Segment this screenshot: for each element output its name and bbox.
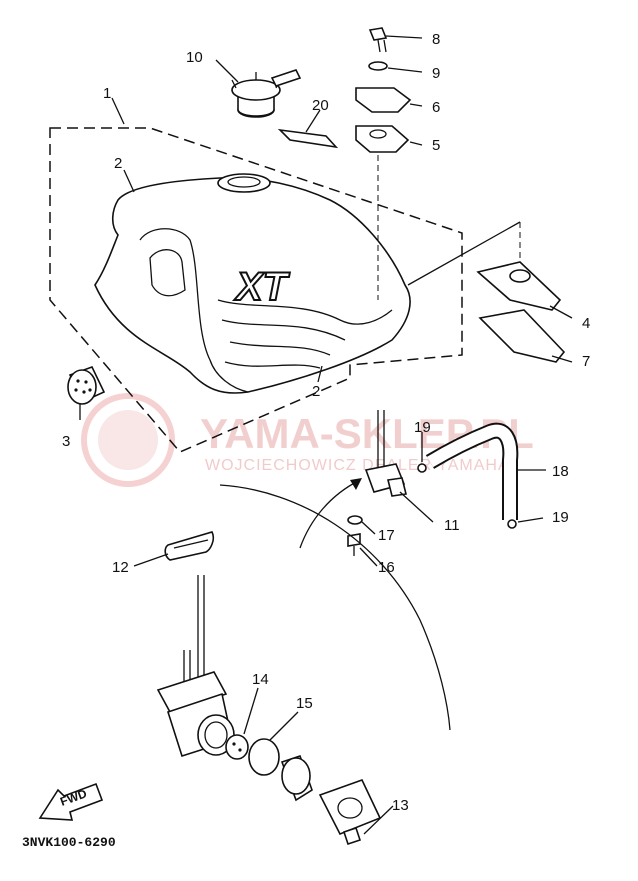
fuel-cap: [231, 69, 302, 118]
callout-6: 6: [432, 99, 440, 116]
callout-12: 12: [112, 559, 129, 576]
damper-6: [355, 87, 412, 113]
callout-16: 16: [378, 559, 395, 576]
callout-3: 3: [62, 433, 70, 450]
callout-20: 20: [312, 97, 329, 114]
fuel-tank: XT: [94, 173, 411, 394]
callout-11: 11: [444, 517, 460, 534]
tank-logo: XT: [234, 265, 291, 309]
fuel-cock-11: [364, 410, 407, 497]
callout-13: 13: [392, 797, 409, 814]
screw-13: [342, 826, 362, 846]
callout-4: 4: [582, 315, 590, 332]
grommet-3: [67, 366, 106, 405]
callout-9: 9: [432, 65, 440, 82]
sticker: [277, 128, 339, 149]
bracket-4: [476, 261, 562, 311]
callout-18: 18: [552, 463, 569, 480]
callout-19-top: 19: [414, 419, 431, 436]
callout-14: 14: [252, 671, 269, 688]
callout-19-bottom: 19: [552, 509, 569, 526]
screw-16: [347, 533, 361, 547]
callout-5: 5: [432, 137, 440, 154]
callout-8: 8: [432, 31, 440, 48]
assembly-boundary: [49, 127, 463, 453]
callout-2-bottom: 2: [312, 383, 320, 400]
diagram-code: 3NVK100-6290: [22, 835, 116, 850]
fwd-arrow: FWD: [38, 782, 104, 821]
washer-17: [347, 515, 363, 525]
clip-19-bottom: [507, 519, 517, 529]
gasket-12: [164, 531, 215, 561]
gasket-15: [248, 738, 280, 776]
damper-5: [355, 125, 410, 153]
damper-7: [478, 309, 566, 363]
fuel-cock-exploded: [156, 575, 382, 846]
callout-2-top: 2: [114, 155, 122, 172]
callout-1: 1: [103, 85, 111, 102]
bolt-8: [368, 27, 388, 53]
callout-15: 15: [296, 695, 313, 712]
callout-17: 17: [378, 527, 395, 544]
clip-19-top: [417, 463, 427, 473]
o-ring-14: [225, 734, 249, 760]
callout-7: 7: [582, 353, 590, 370]
washer-9: [368, 61, 388, 71]
leader-lines: [79, 35, 573, 835]
callout-10: 10: [186, 49, 203, 66]
callouts: 1 2 2 3 4 5 6 7 8 9 10 11 12 13 14 15 16…: [62, 31, 590, 814]
watermark-subtitle: WOJCIECHOWICZ DEALER YAMAHA: [205, 457, 510, 474]
